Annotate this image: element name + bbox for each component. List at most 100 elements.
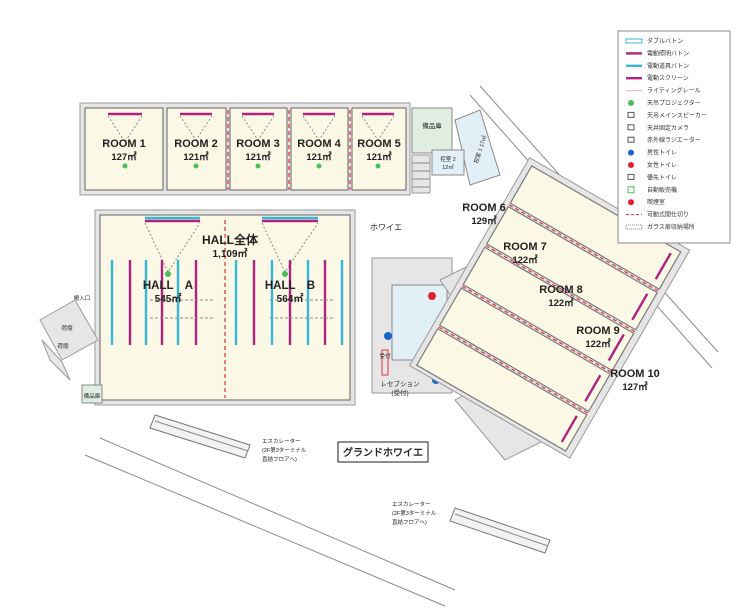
waiting-room-2 <box>431 149 465 176</box>
room-5-name: ROOM 5 <box>357 138 400 150</box>
storage-top-label: 備品庫 <box>422 121 442 130</box>
vending-machine-icon <box>627 186 635 194</box>
room-2[interactable] <box>166 107 227 191</box>
room-8-area: 122㎡ <box>548 297 574 309</box>
right-rooms-group <box>408 157 691 459</box>
room-7-name: ROOM 7 <box>503 241 546 253</box>
room-6-name: ROOM 6 <box>462 202 505 214</box>
electric-screen <box>654 252 672 280</box>
legend-items: ダブルバトン電動照明バトン電動道具バトン電動スクリーンライティングレール天吊プロ… <box>625 37 707 231</box>
loading-bay-2 <box>41 339 71 381</box>
projection-cone <box>179 115 213 141</box>
escalator-rail <box>154 420 249 452</box>
electric-screen <box>584 374 602 402</box>
room-10[interactable] <box>415 327 588 452</box>
escalator-2-line1: エスカレーター <box>392 500 431 508</box>
reception-label-1: レセプション <box>381 380 420 388</box>
hall-b-name: HALL B <box>265 280 315 292</box>
womens-toilet-icon <box>428 292 436 300</box>
room-2-name: ROOM 2 <box>174 138 217 150</box>
movable-partition-line <box>438 326 589 414</box>
projection-cone <box>241 115 275 141</box>
legend-row: 天吊メインスピーカー <box>627 111 707 119</box>
room-6-area: 129㎡ <box>471 215 497 227</box>
legend-row: 優先トイレ <box>627 173 677 181</box>
legend-row: 喫煙室 <box>628 198 665 206</box>
projection-cone <box>144 222 201 274</box>
escalator-1 <box>149 414 251 459</box>
waiting-room-1 <box>454 109 501 186</box>
loading-entrance-label: 搬入口 <box>74 294 91 302</box>
room-4[interactable] <box>290 107 349 191</box>
ceiling-camera-icon <box>627 124 635 131</box>
ceiling-projector-icon <box>193 163 199 169</box>
legend-label: ダブルバトン <box>647 37 683 45</box>
legend-label: ライティングレール <box>647 87 701 95</box>
movable-partition-line <box>485 245 636 333</box>
escalator-1-line2: (2F第3ターミナル <box>262 446 307 454</box>
escalator-1-line3: 直結フロアへ) <box>262 455 297 463</box>
projection-cone <box>261 222 319 274</box>
legend-label: 男性トイレ <box>647 149 677 157</box>
legend-row: ライティングレール <box>626 87 701 95</box>
legend-label: 可動式間仕切り <box>647 211 689 219</box>
legend-label: 電動照明バトン <box>647 49 689 57</box>
room-6[interactable] <box>509 165 682 290</box>
legend-row: 電動照明バトン <box>626 49 689 57</box>
room-10-name: ROOM 10 <box>610 368 660 380</box>
legend-row: ガラス扉収納場所 <box>625 223 695 231</box>
outer-walkway-line <box>84 454 446 607</box>
smoking-room-icon <box>628 199 634 206</box>
accessible-toilet-icon <box>627 173 635 180</box>
loading-bay-2-label: 荷捌 <box>57 342 69 350</box>
room-7-area: 122㎡ <box>512 254 538 266</box>
ceiling-projector-icon <box>375 163 381 169</box>
room-4-area: 121㎡ <box>306 151 332 163</box>
legend-row: 電動道具バトン <box>626 62 689 70</box>
legend-label: 電動スクリーン <box>647 74 689 82</box>
room-1-area: 127㎡ <box>111 151 137 163</box>
hall-a-area: 545㎡ <box>155 292 182 305</box>
legend-label: 天吊メインスピーカー <box>647 112 707 119</box>
electric-screen <box>560 415 578 443</box>
escalator-rail <box>454 513 549 547</box>
room-8[interactable] <box>462 246 635 372</box>
grand-foyer-box <box>337 441 429 463</box>
room-5[interactable] <box>351 107 407 191</box>
hall-whole-area: 1,109㎡ <box>212 247 247 260</box>
ceiling-projector-icon <box>628 100 634 106</box>
room-5-area: 121㎡ <box>366 151 392 163</box>
ceiling-projector-icon <box>165 271 171 277</box>
escalator-2 <box>449 507 551 554</box>
ceiling-projector-icon <box>316 163 322 169</box>
womens-toilet-icon <box>628 162 634 168</box>
room-3[interactable] <box>229 107 288 191</box>
room-7[interactable] <box>485 205 659 331</box>
mens-toilet-icon <box>628 149 634 156</box>
electric-screen <box>607 333 625 362</box>
escalator-2-line3: 直結フロアへ) <box>392 518 427 526</box>
legend-label: 喫煙室 <box>647 198 665 206</box>
reception-label-2: (受付) <box>391 388 408 397</box>
reception-desk <box>381 349 389 376</box>
legend-row: 男性トイレ <box>628 149 677 157</box>
loading-bay-1 <box>39 299 99 361</box>
room-9[interactable] <box>438 287 612 413</box>
foyer-label: ホワイエ <box>370 223 402 232</box>
legend-row: 可動式間仕切り <box>626 211 689 219</box>
legend-row: ダブルバトン <box>625 37 683 45</box>
room-1[interactable] <box>84 107 164 191</box>
legend-label: 自動販売機 <box>647 186 677 194</box>
room-4-name: ROOM 4 <box>297 138 341 150</box>
mens-toilet-icon <box>384 332 392 340</box>
double-batten-icon <box>625 38 643 44</box>
legend-label: ガラス扉収納場所 <box>647 223 695 231</box>
legend-row: 天井固定カメラ <box>627 124 689 132</box>
room-9-area: 122㎡ <box>585 338 611 350</box>
movable-partition-line <box>461 285 612 373</box>
ceiling-speaker-icon <box>627 111 635 118</box>
waiting-room-2-area: 12㎡ <box>442 163 454 171</box>
projection-cone <box>361 115 395 141</box>
